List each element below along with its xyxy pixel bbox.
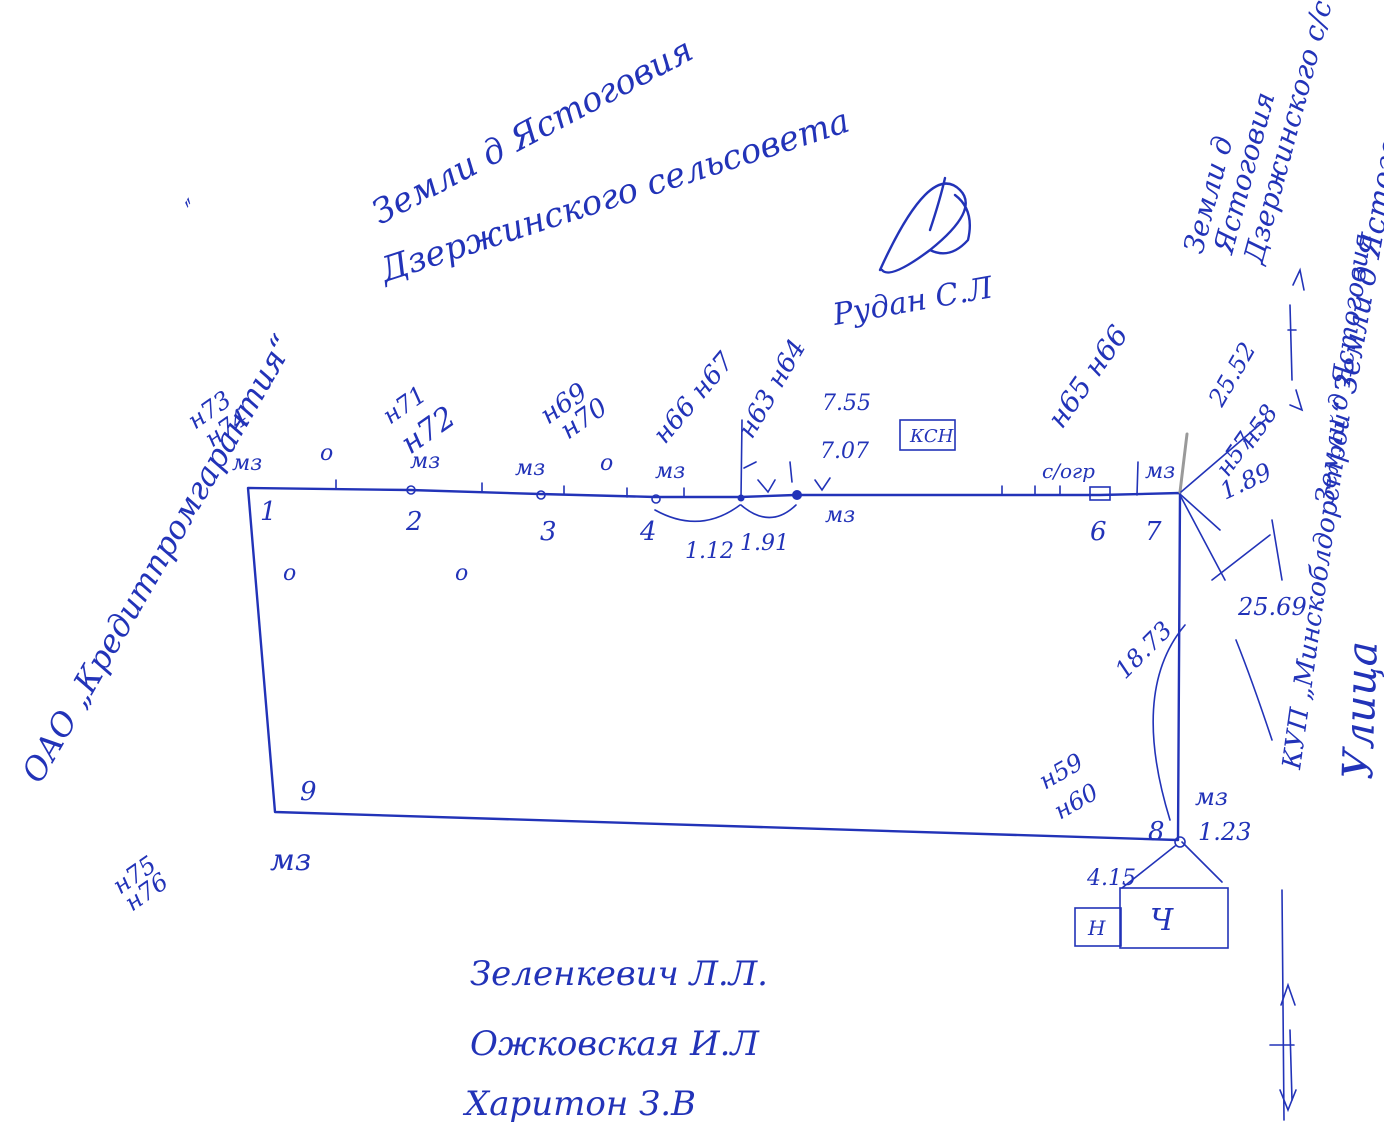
- signature: [878, 176, 972, 274]
- owner-1: Зеленкевич Л.Л.: [470, 954, 768, 994]
- measure-4-15: 4.15: [1086, 866, 1136, 891]
- n65-66-label: н65 н66: [1041, 319, 1135, 434]
- street-label: Улица: [1333, 640, 1384, 780]
- building-large: [1119, 887, 1229, 949]
- measure-25-52: 25.52: [1202, 337, 1261, 411]
- mz-label-4: мз: [655, 459, 685, 484]
- point-4-label: 4: [639, 517, 657, 547]
- owner-3: Харитон З.В: [462, 1084, 696, 1124]
- road-lines: [1180, 304, 1297, 1121]
- point-1-label: 1: [260, 497, 277, 527]
- building-labels: КСН Н Ч: [909, 426, 1174, 940]
- point-8-label: 8: [1148, 817, 1165, 847]
- building-small-label: Н: [1087, 916, 1106, 940]
- measure-1-12: 1.12: [685, 539, 734, 564]
- measure-1-91: 1.91: [740, 531, 789, 556]
- neighbor-right-vertical-2: Земли д Ястоговия: [1310, 231, 1378, 506]
- mz-label-6: мз: [1145, 459, 1175, 484]
- mz-label-2: мз: [410, 449, 440, 474]
- building-ksh-label: КСН: [909, 426, 954, 447]
- dim-arc-4-15: [1121, 845, 1176, 889]
- point-labels: 1 2 3 4 6 7 8 9: [260, 497, 1165, 847]
- sogr-label: с/огр: [1042, 459, 1095, 483]
- point-6-marker: [1089, 486, 1111, 501]
- n66-67-label: н66 н67: [647, 347, 740, 450]
- top-center-owner: Рудан С.Л: [829, 270, 996, 333]
- o-mark-3: о: [283, 561, 296, 586]
- owner-2: Ожковская И.Л: [470, 1024, 760, 1064]
- point-6-label: 6: [1090, 517, 1107, 547]
- point-9-label: 9: [300, 777, 317, 807]
- point-2-marker: [406, 485, 416, 495]
- neighbor-left-quote: ″: [180, 195, 211, 219]
- point-8-marker: [1174, 836, 1186, 848]
- measure-7-07: 7.07: [820, 439, 869, 464]
- point-4-marker: [651, 494, 661, 504]
- point-3-label: 3: [540, 517, 557, 547]
- measure-1-23: 1.23: [1198, 818, 1251, 846]
- o-mark-4: о: [455, 561, 468, 586]
- mz-label-1: мз: [232, 451, 262, 476]
- mz-label-3: мз: [515, 456, 545, 481]
- building-large-label: Ч: [1150, 903, 1174, 938]
- dim-arc-1-12: [654, 504, 741, 523]
- point-5b-marker: [792, 490, 802, 500]
- cross-marks: [743, 461, 831, 494]
- road-arrows: [1279, 267, 1305, 1113]
- measure-25-69: 25.69: [1237, 593, 1307, 621]
- dim-arc-1-23: [1181, 841, 1223, 883]
- point-3-marker: [536, 490, 546, 500]
- top-ticks: [335, 479, 1061, 498]
- dim-arc-1-91: [740, 504, 797, 519]
- mz-label-7: мз: [1195, 783, 1228, 811]
- corner-mark-7: [1178, 432, 1189, 494]
- o-mark-1: о: [320, 441, 333, 466]
- divider-n65: [1136, 461, 1139, 496]
- dim-arc-18-73: [1152, 624, 1186, 821]
- point-2-label: 2: [405, 507, 423, 537]
- n63-64-label: н63 н64: [732, 334, 812, 443]
- building-small: [1074, 907, 1122, 947]
- building-ksh: [899, 419, 956, 451]
- measure-18-73: 18.73: [1109, 616, 1177, 684]
- mz-label-5: мз: [825, 503, 855, 528]
- divider-n63: [740, 419, 743, 499]
- n-labels: н73 н74 н71 н72 н69 н70 н66 н67 н63 н64 …: [107, 319, 1283, 917]
- neighbor-left: ОАО „Кредитпромгарантия“: [14, 328, 302, 789]
- mz-label-8: мз: [270, 843, 311, 878]
- o-mark-2: о: [600, 451, 613, 476]
- point-7-label: 7: [1145, 517, 1162, 547]
- mz-labels: мз мз мз мз мз мз мз мз с/огр о о о о: [232, 441, 1228, 878]
- measure-7-55: 7.55: [822, 391, 871, 416]
